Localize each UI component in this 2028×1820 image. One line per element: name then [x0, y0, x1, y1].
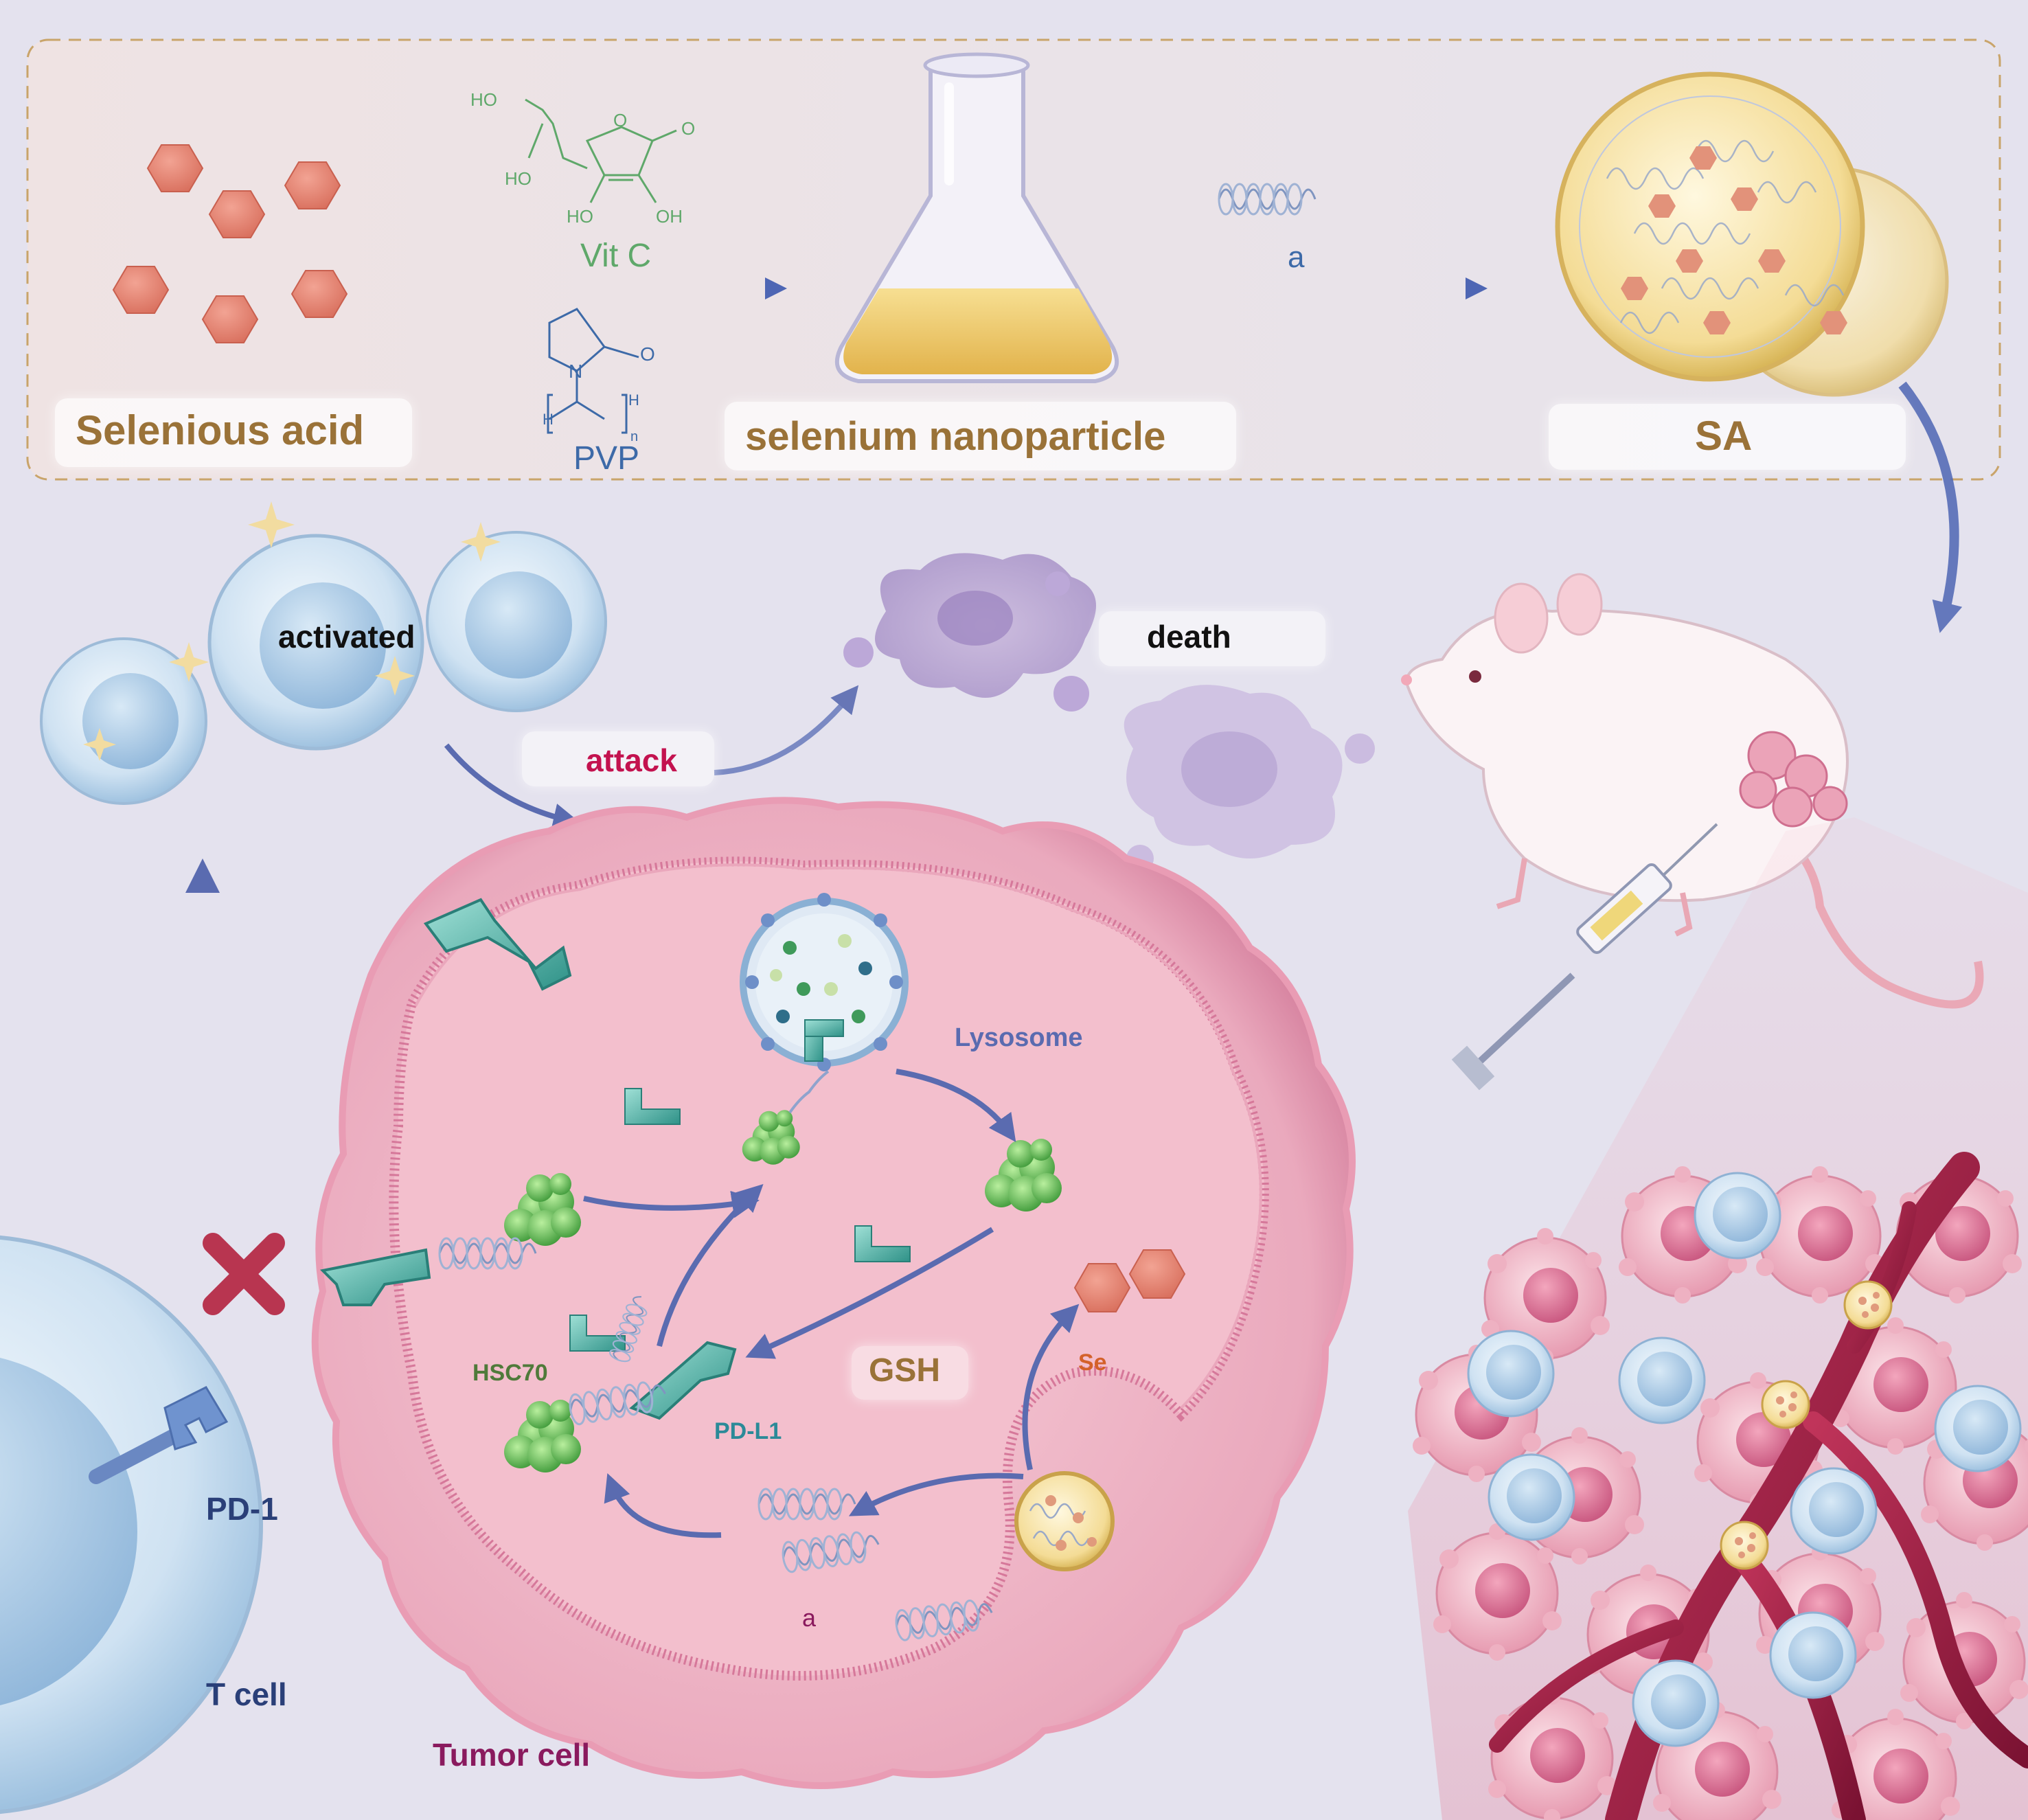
pdl1-bound	[629, 1341, 737, 1420]
coil-lysosome	[788, 1070, 830, 1114]
tcell-label: T cell	[206, 1676, 287, 1712]
vitc-label: Vit C	[580, 238, 652, 274]
nanoparticle-label: selenium nanoparticle	[745, 414, 1166, 459]
pvp-structure	[547, 308, 639, 434]
activated-tcells	[40, 531, 607, 805]
lysosome-label: Lysosome	[955, 1023, 1083, 1052]
death-label-bg	[1099, 611, 1325, 666]
pvp-struct-h-right: H	[628, 391, 639, 409]
pvp-struct-n: N	[569, 361, 583, 382]
intracellular-arrows	[583, 1069, 1080, 1538]
death-label: death	[1147, 619, 1231, 655]
vitc-struct-label-1: HO	[470, 89, 497, 110]
precursor-label-bg	[55, 398, 412, 467]
attack-label: attack	[586, 742, 677, 778]
sa-particle-entering	[1014, 1471, 1115, 1571]
reaction-flask	[834, 52, 1119, 383]
activation-to-attack-arrow	[444, 743, 581, 831]
precursor-label: Selenious acid	[76, 407, 365, 453]
se-label: Se	[1078, 1350, 1107, 1376]
gsh-label: GSH	[869, 1352, 941, 1389]
block-x-icon	[203, 1233, 285, 1315]
vitc-struct-label-3: HO	[567, 206, 593, 227]
pdl1-membrane-protein	[423, 898, 572, 991]
pvp-label: PVP	[573, 440, 640, 477]
pd1-receptor	[89, 1386, 229, 1484]
pd1-label: PD-1	[206, 1491, 278, 1527]
hsc70-label: HSC70	[472, 1360, 548, 1386]
tumor-cell-label: Tumor cell	[433, 1737, 591, 1773]
se-hexagons	[1073, 1249, 1186, 1312]
tumor-tissue	[1411, 1152, 2028, 1820]
vitc-struct-label-6: O	[681, 118, 696, 139]
vitamin-c-structure	[525, 98, 677, 203]
lysosome	[740, 893, 909, 1071]
vitc-struct-label-2: HO	[505, 168, 532, 189]
pdl1-membrane-protein-2	[319, 1248, 431, 1306]
attack-to-death-arrow	[714, 685, 859, 775]
aptamer-label-cell: a	[802, 1604, 817, 1632]
product-label-bg	[1549, 404, 1906, 470]
vitc-struct-label-5: O	[613, 110, 628, 130]
attack-label-bg	[522, 731, 714, 786]
vitc-struct-label-4: OH	[656, 206, 683, 227]
pdl1-label: PD-L1	[714, 1418, 782, 1444]
injection-flow-arrow	[1898, 381, 1963, 633]
activated-label: activated	[278, 619, 415, 655]
gsh-label-bg	[852, 1346, 968, 1400]
tumor-zoom-cone	[1408, 817, 2028, 1820]
product-label: SA	[1695, 413, 1753, 459]
aptamer-label-top: a	[1288, 240, 1305, 274]
pvp-struct-h-left: H	[543, 411, 554, 428]
sa-nanoparticle-spheres	[1555, 71, 1949, 397]
pvp-struct-o: O	[640, 343, 655, 365]
sparkle-icons	[83, 501, 501, 761]
pvp-struct-n-sub: n	[630, 429, 639, 444]
tcell-large	[0, 1236, 263, 1814]
nanoparticle-label-bg	[725, 402, 1236, 470]
syringe-icon	[1451, 823, 1718, 1091]
